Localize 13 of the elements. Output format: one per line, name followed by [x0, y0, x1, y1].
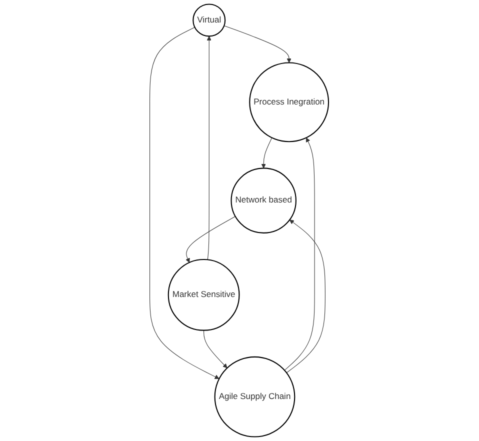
node-circle: Market Sensitive: [168, 258, 240, 331]
arrow: [186, 216, 236, 263]
arrow: [224, 25, 292, 63]
node-circle: Agile Supply Chain: [214, 356, 296, 438]
arrow: [262, 137, 273, 168]
node-circle: Process Inegration: [249, 62, 330, 142]
arrow: [207, 36, 212, 260]
arrow: [204, 330, 228, 368]
arrow: [286, 220, 326, 374]
node-circle: Network based: [231, 168, 297, 234]
node-circle: Virtual: [192, 4, 226, 37]
arrow: [284, 138, 316, 371]
arrow: [150, 27, 220, 379]
